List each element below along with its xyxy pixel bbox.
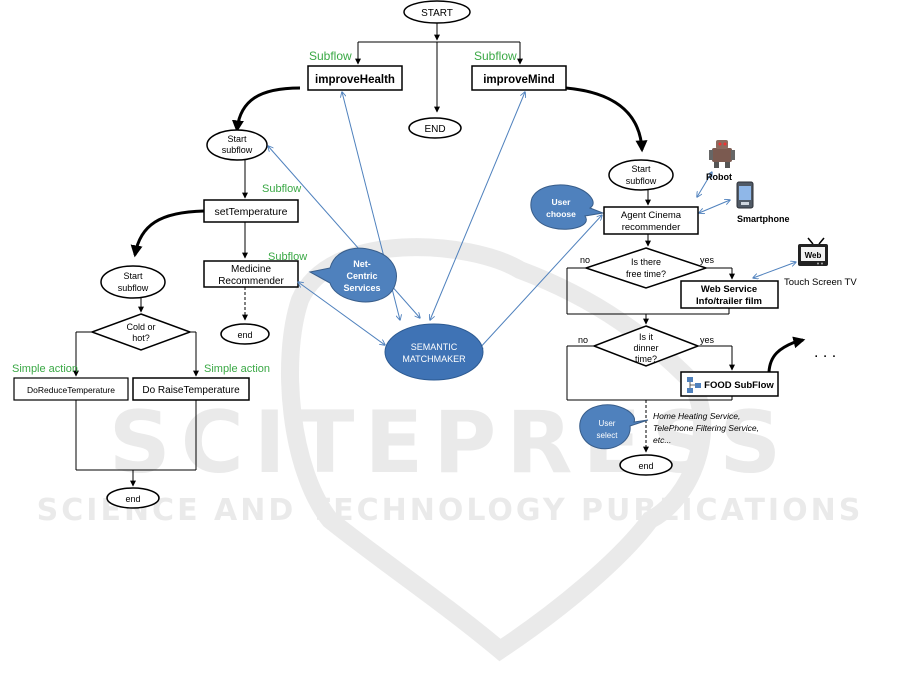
watermark-small: SCIENCE AND TECHNOLOGY PUBLICATIONS — [37, 493, 864, 528]
health-start-line2: subflow — [222, 145, 253, 155]
user-select-callout — [579, 404, 649, 450]
mind-start-line1: Start — [631, 164, 651, 174]
free-yes-label: yes — [700, 255, 715, 265]
simple-action-left: Simple action — [12, 363, 78, 375]
touch-tv-label: Touch Screen TV — [784, 277, 857, 288]
dinner-line3: time? — [635, 354, 657, 364]
smartphone-label: Smartphone — [737, 214, 790, 224]
temp-start-line2: subflow — [118, 283, 149, 293]
health-subflow-label: Subflow — [262, 183, 301, 195]
web-service-box — [680, 280, 779, 309]
agent-line2: recommender — [622, 222, 681, 233]
svc-line3: etc... — [653, 435, 671, 445]
ellipsis-label: . . . — [814, 344, 836, 361]
temp-start-node — [100, 265, 166, 299]
web-line2: Info/trailer film — [696, 296, 762, 307]
smartphone-icon — [736, 181, 754, 209]
net-centric-line2: Centric — [346, 271, 377, 281]
improve-health-box — [307, 65, 403, 91]
temperature-subflow: Start subflow Cold or hot? Simple action… — [12, 265, 270, 509]
medicine-line2: Recommender — [218, 276, 284, 287]
agent-line1: Agent Cinema — [621, 210, 682, 221]
free-line1: Is there — [631, 257, 661, 267]
decision-line2: hot? — [132, 333, 150, 343]
touch-tv-icon: Web — [798, 237, 828, 266]
user-select-line1: User — [599, 419, 616, 428]
services: Net- Centric Services SEMANTIC MATCHMAKE… — [308, 247, 484, 381]
net-centric-line3: Services — [343, 283, 380, 293]
network-icon — [687, 377, 701, 393]
user-choose-callout — [530, 184, 605, 230]
dinner-line2: dinner — [633, 343, 658, 353]
mind-start-node — [608, 159, 674, 191]
decision-line1: Cold or — [126, 322, 155, 332]
dinner-yes-label: yes — [700, 335, 715, 345]
mind-subflow: Start subflow Robot Smartphone User choo… — [530, 140, 857, 476]
improve-mind-label: improveMind — [483, 74, 555, 86]
cold-hot-decision — [89, 313, 193, 351]
watermark: SCITEPRESS SCIENCE AND TECHNOLOGY PUBLIC… — [37, 238, 864, 662]
free-line2: free time? — [626, 269, 666, 279]
reduce-temp-label: DoReduceTemperature — [27, 385, 115, 395]
mind-end-label: end — [638, 461, 653, 471]
service-links — [268, 92, 796, 350]
robot-label: Robot — [706, 172, 732, 182]
medicine-end-label: end — [237, 330, 252, 340]
robot-icon — [709, 140, 735, 168]
agent-cinema-box — [603, 206, 699, 235]
mind-start-line2: subflow — [626, 176, 657, 186]
watermark-big: SCITEPRESS — [109, 393, 791, 493]
free-time-decision — [583, 247, 709, 289]
user-select-line2: select — [597, 431, 619, 440]
matchmaker-line1: SEMANTIC — [411, 342, 458, 352]
free-no-label: no — [580, 255, 590, 265]
semantic-matchmaker — [384, 323, 484, 381]
user-choose-line1: User — [552, 197, 572, 207]
main-flow: START Subflow Subflow improveHealth impr… — [231, 0, 648, 153]
mind-end-node — [619, 454, 673, 476]
temp-start-line1: Start — [123, 271, 143, 281]
net-centric-line1: Net- — [353, 259, 371, 269]
set-temperature-label: setTemperature — [215, 206, 288, 218]
end-label: END — [424, 124, 445, 135]
svc-line2: TelePhone Filtering Service, — [653, 423, 759, 433]
svc-line1: Home Heating Service, — [653, 411, 740, 421]
net-centric-callout — [308, 247, 397, 303]
dinner-no-label: no — [578, 335, 588, 345]
food-label: FOOD SubFlow — [704, 380, 774, 391]
reduce-temp-box — [13, 377, 129, 401]
matchmaker-line2: MATCHMAKER — [402, 354, 466, 364]
web-line1: Web Service — [701, 284, 757, 295]
simple-action-right: Simple action — [204, 363, 270, 375]
temp-end-label: end — [125, 494, 140, 504]
tv-web-text: Web — [805, 251, 822, 260]
medicine-line1: Medicine — [231, 264, 271, 275]
raise-temp-label: Do RaiseTemperature — [142, 385, 240, 396]
medicine-end-node — [220, 323, 270, 345]
subflow-label-right: Subflow — [474, 49, 517, 63]
health-subflow: Start subflow Subflow setTemperature Sub… — [130, 129, 307, 345]
dinner-line1: Is it — [639, 332, 654, 342]
dinner-decision — [591, 325, 701, 367]
improve-health-label: improveHealth — [315, 74, 395, 86]
health-start-line1: Start — [227, 134, 247, 144]
temp-end-node — [106, 487, 160, 509]
raise-temp-box — [132, 377, 250, 401]
subflow-label-left: Subflow — [309, 49, 352, 63]
start-label: START — [421, 8, 453, 19]
improve-mind-box — [471, 65, 567, 91]
user-choose-line2: choose — [546, 209, 576, 219]
